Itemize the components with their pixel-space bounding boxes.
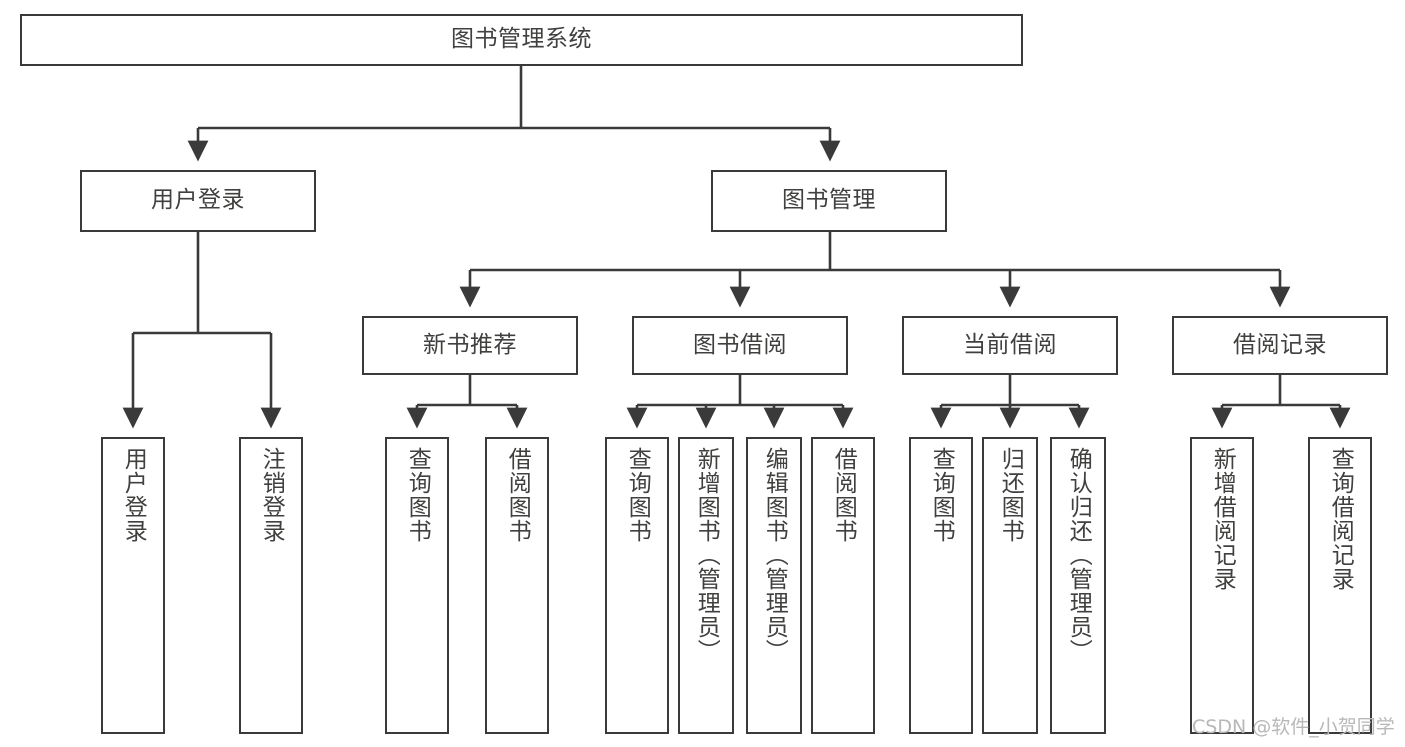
leaf-edit-book[interactable]: 编辑图书（管理员） [746, 437, 802, 734]
node-new-book-recommend-label: 新书推荐 [423, 331, 517, 358]
leaf-query-book-1[interactable]: 查询图书 [385, 437, 449, 734]
leaf-confirm-return-label: 确认归还（管理员） [1065, 447, 1092, 663]
leaf-query-book-2-label: 查询图书 [624, 447, 651, 543]
leaf-logout-login-label: 注销登录 [258, 447, 285, 543]
leaf-query-record-label: 查询借阅记录 [1327, 447, 1354, 591]
leaf-borrow-book-1-label: 借阅图书 [504, 447, 531, 543]
node-book-borrow[interactable]: 图书借阅 [632, 316, 848, 375]
node-book-manage[interactable]: 图书管理 [711, 170, 947, 232]
node-user-login[interactable]: 用户登录 [80, 170, 316, 232]
leaf-query-book-1-label: 查询图书 [404, 447, 431, 543]
leaf-query-record[interactable]: 查询借阅记录 [1308, 437, 1372, 734]
leaf-query-book-3[interactable]: 查询图书 [909, 437, 973, 734]
leaf-user-login[interactable]: 用户登录 [101, 437, 165, 734]
node-root-label: 图书管理系统 [451, 26, 592, 53]
node-borrow-record-label: 借阅记录 [1233, 331, 1327, 358]
leaf-borrow-book-2-label: 借阅图书 [830, 447, 857, 543]
leaf-add-book-label: 新增图书（管理员） [693, 447, 720, 663]
node-current-borrow[interactable]: 当前借阅 [902, 316, 1118, 375]
leaf-add-book[interactable]: 新增图书（管理员） [678, 437, 734, 734]
leaf-return-book-label: 归还图书 [997, 447, 1024, 543]
leaf-query-book-3-label: 查询图书 [928, 447, 955, 543]
node-book-borrow-label: 图书借阅 [693, 331, 787, 358]
leaf-borrow-book-2[interactable]: 借阅图书 [811, 437, 875, 734]
leaf-query-book-2[interactable]: 查询图书 [605, 437, 669, 734]
leaf-borrow-book-1[interactable]: 借阅图书 [485, 437, 549, 734]
leaf-logout-login[interactable]: 注销登录 [239, 437, 303, 734]
node-root[interactable]: 图书管理系统 [20, 14, 1023, 66]
csdn-watermark: CSDN @软件_小贺同学 [1192, 716, 1395, 738]
leaf-user-login-label: 用户登录 [120, 447, 147, 543]
node-book-manage-label: 图书管理 [782, 187, 876, 214]
leaf-confirm-return[interactable]: 确认归还（管理员） [1050, 437, 1106, 734]
leaf-add-record[interactable]: 新增借阅记录 [1190, 437, 1254, 734]
leaf-add-record-label: 新增借阅记录 [1209, 447, 1236, 591]
node-new-book-recommend[interactable]: 新书推荐 [362, 316, 578, 375]
leaf-return-book[interactable]: 归还图书 [982, 437, 1038, 734]
node-user-login-label: 用户登录 [151, 187, 245, 214]
leaf-edit-book-label: 编辑图书（管理员） [761, 447, 788, 663]
node-current-borrow-label: 当前借阅 [963, 331, 1057, 358]
node-borrow-record[interactable]: 借阅记录 [1172, 316, 1388, 375]
